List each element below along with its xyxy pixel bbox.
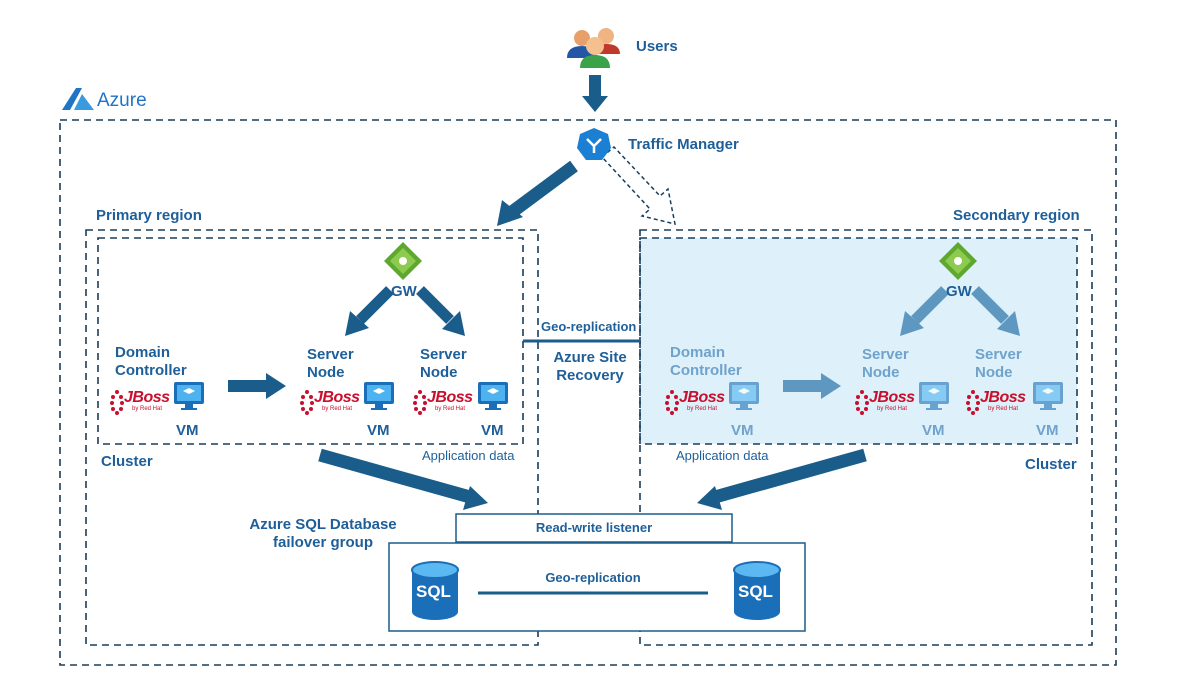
vm-label: VM — [481, 422, 504, 439]
domain-controller-label: Domain Controller — [115, 344, 187, 379]
sql-failover-group-label: Azure SQL Database failover group — [249, 516, 397, 551]
gateway-icon — [384, 242, 422, 280]
primary-region-boundary — [85, 229, 539, 646]
primary-region-label: Primary region — [96, 207, 202, 224]
users-label: Users — [636, 38, 678, 55]
vm-label: VM — [176, 422, 199, 439]
secondary-region-label: Secondary region — [953, 207, 1080, 224]
vm-icon — [919, 382, 949, 410]
sql-label: SQL — [738, 582, 773, 601]
primary-gw-arrows — [345, 286, 465, 336]
traffic-manager-label: Traffic Manager — [628, 136, 739, 153]
sql-label: SQL — [416, 582, 451, 601]
users-to-traffic-arrow — [582, 75, 608, 112]
domain-controller-label: Domain Controller — [670, 344, 742, 379]
jboss-logo-icon: JBoss by Red Hat — [300, 386, 360, 418]
server-node-label: Server Node — [420, 346, 467, 381]
vm-label: VM — [731, 422, 754, 439]
vm-icon — [729, 382, 759, 410]
cluster-label: Cluster — [101, 453, 153, 470]
secondary-dc-to-node-arrow — [783, 373, 841, 399]
server-node-label: Server Node — [975, 346, 1022, 381]
traffic-to-primary-arrow — [497, 160, 578, 226]
gw-label: GW — [391, 283, 417, 300]
application-data-label: Application data — [422, 448, 515, 463]
vm-label: VM — [922, 422, 945, 439]
primary-dc-to-node-arrow — [228, 373, 286, 399]
users-icon — [567, 28, 620, 68]
azure-logo-icon — [62, 88, 94, 110]
gateway-icon — [939, 242, 977, 280]
sql-geo-replication-label: Geo-replication — [545, 570, 641, 585]
azure-site-recovery-label: Azure Site Recovery — [553, 349, 627, 384]
jboss-logo-icon: JBoss by Red Hat — [413, 386, 473, 418]
gw-label: GW — [946, 283, 972, 300]
cluster-label: Cluster — [1025, 456, 1077, 473]
primary-appdata-arrow — [318, 448, 488, 510]
jboss-logo-icon: JBoss by Red Hat — [855, 386, 915, 418]
traffic-to-secondary-arrow — [600, 145, 676, 226]
secondary-appdata-arrow — [697, 448, 867, 510]
application-data-label: Application data — [676, 448, 769, 463]
server-node-label: Server Node — [307, 346, 354, 381]
server-node-label: Server Node — [862, 346, 909, 381]
jboss-logo-icon: JBoss by Red Hat — [110, 386, 170, 418]
secondary-gw-arrows — [900, 286, 1020, 336]
vm-icon — [174, 382, 204, 410]
vm-icon — [478, 382, 508, 410]
traffic-manager-icon — [577, 128, 611, 160]
azure-label: Azure — [97, 90, 147, 111]
jboss-logo-icon: JBoss by Red Hat — [665, 386, 725, 418]
geo-replication-label: Geo-replication — [541, 319, 637, 334]
read-write-listener-label: Read-write listener — [535, 520, 653, 535]
vm-icon — [1033, 382, 1063, 410]
jboss-logo-icon: JBoss by Red Hat — [966, 386, 1026, 418]
vm-label: VM — [367, 422, 390, 439]
sql-database-icon — [733, 561, 781, 620]
sql-database-icon — [411, 561, 459, 620]
vm-icon — [364, 382, 394, 410]
vm-label: VM — [1036, 422, 1059, 439]
azure-boundary — [59, 119, 1117, 666]
read-write-listener-box — [455, 513, 733, 543]
